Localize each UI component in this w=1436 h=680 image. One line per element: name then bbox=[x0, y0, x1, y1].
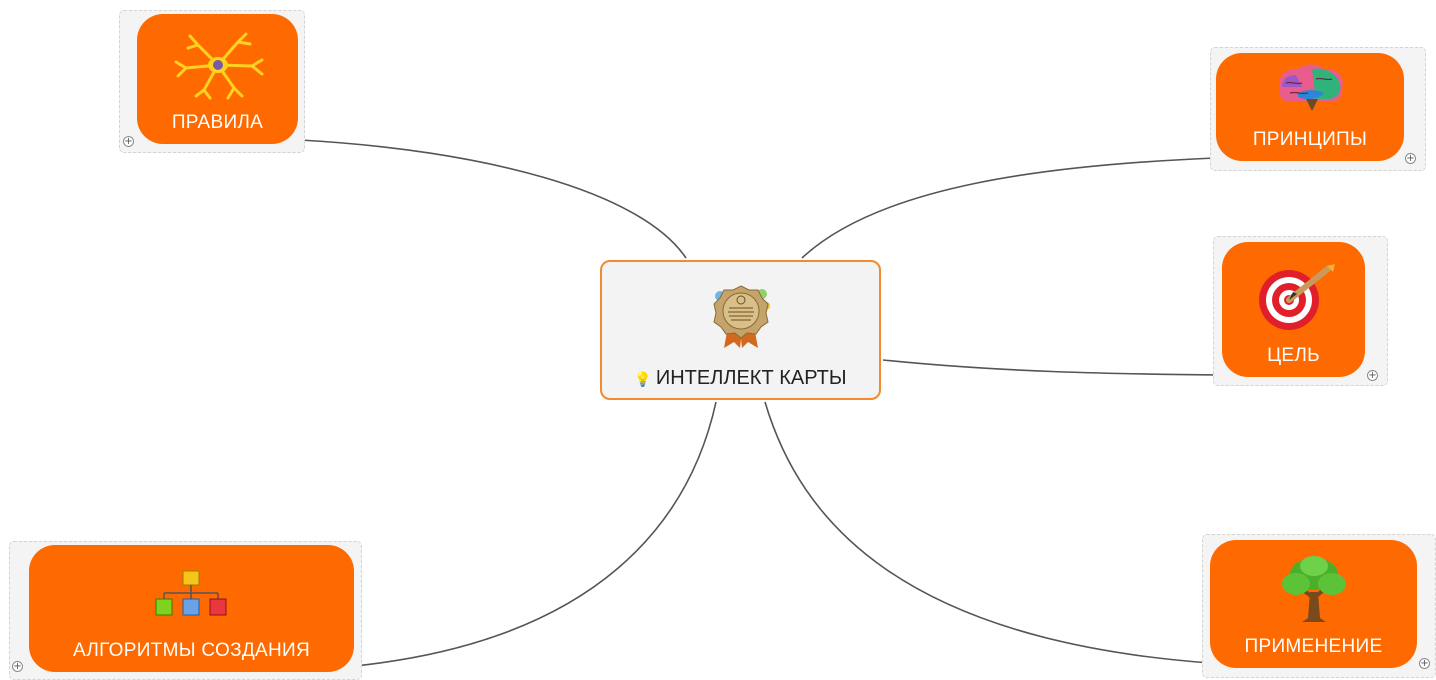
application-topic-label: ПРИМЕНЕНИЕ bbox=[1244, 636, 1383, 657]
central-topic[interactable]: 💡ИНТЕЛЛЕКТ КАРТЫ bbox=[600, 260, 881, 400]
target-icon bbox=[1258, 264, 1335, 330]
application-expand-toggle[interactable]: + bbox=[1419, 658, 1430, 669]
hierarchy-icon bbox=[155, 570, 226, 616]
goal-topic[interactable]: ЦЕЛЬ bbox=[1222, 242, 1365, 377]
connector-goal bbox=[882, 359, 1372, 376]
connector-rules bbox=[130, 139, 687, 259]
algorithms-topic[interactable]: АЛГОРИТМЫ СОЗДАНИЯ bbox=[29, 545, 354, 672]
lightbulb-icon: 💡 bbox=[634, 371, 652, 387]
rules-topic[interactable]: ПРАВИЛА bbox=[137, 14, 298, 144]
principles-topic[interactable]: ПРИНЦИПЫ bbox=[1216, 53, 1404, 161]
application-topic[interactable]: ПРИМЕНЕНИЕ bbox=[1210, 540, 1417, 668]
tree-icon bbox=[1281, 556, 1346, 622]
principles-topic-label: ПРИНЦИПЫ bbox=[1252, 129, 1368, 150]
algorithms-topic-label: АЛГОРИТМЫ СОЗДАНИЯ bbox=[72, 640, 311, 661]
medal-badge-icon bbox=[713, 285, 770, 348]
neuron-icon bbox=[174, 32, 263, 100]
connector-algorithms bbox=[18, 401, 717, 667]
brain-icon bbox=[1279, 64, 1343, 111]
goal-topic-label: ЦЕЛЬ bbox=[1267, 345, 1320, 366]
connector-principles bbox=[801, 157, 1410, 259]
algorithms-expand-toggle[interactable]: + bbox=[12, 661, 23, 672]
rules-topic-label: ПРАВИЛА bbox=[171, 112, 264, 133]
connector-application bbox=[764, 401, 1425, 664]
rules-expand-toggle[interactable]: + bbox=[123, 136, 134, 147]
goal-expand-toggle[interactable]: + bbox=[1367, 370, 1378, 381]
central-topic-title: 💡ИНТЕЛЛЕКТ КАРТЫ bbox=[602, 367, 879, 390]
central-topic-label: ИНТЕЛЛЕКТ КАРТЫ bbox=[655, 367, 847, 389]
principles-expand-toggle[interactable]: + bbox=[1405, 153, 1416, 164]
